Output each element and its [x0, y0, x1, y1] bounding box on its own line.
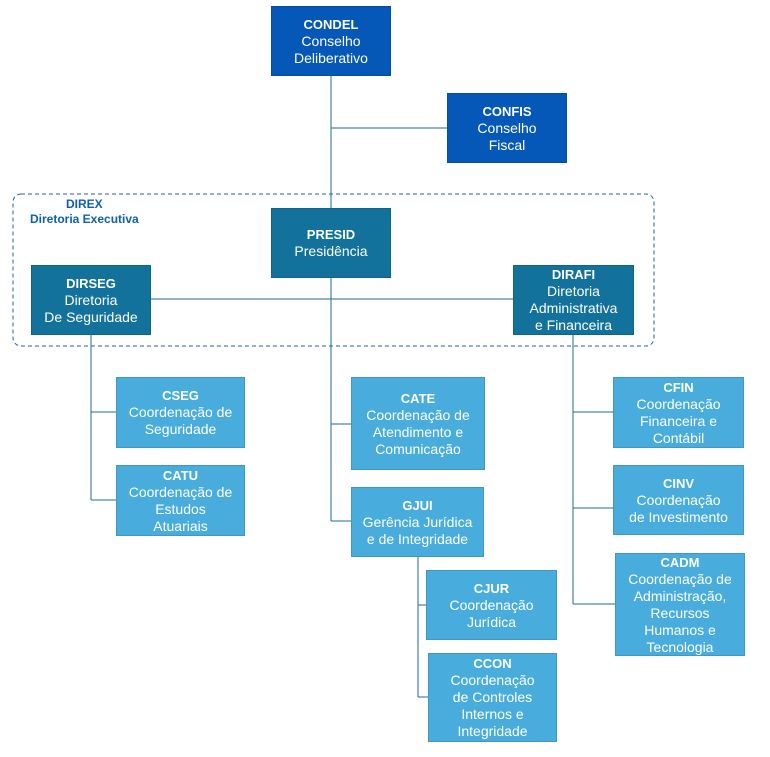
node-code: PRESID — [306, 227, 356, 242]
node-name: Diretoria Administrativa e Financeira — [529, 283, 618, 333]
direx-dashed-border — [12, 193, 655, 347]
node-name: Diretoria De Seguridade — [44, 291, 138, 325]
node-cinv[interactable]: CINV Coordenação de Investimento — [613, 465, 744, 535]
node-cadm[interactable]: CADM Coordenação de Administração, Recur… — [615, 553, 745, 656]
node-cfin[interactable]: CFIN Coordenação Financeira e Contábil — [613, 377, 744, 448]
node-code: DIRSEG — [66, 275, 116, 291]
node-confis[interactable]: CONFIS Conselho Fiscal — [447, 93, 567, 163]
node-dirafi[interactable]: DIRAFI Diretoria Administrativa e Financ… — [513, 265, 634, 335]
node-code: CONDEL — [303, 16, 359, 32]
node-name: Coordenação Financeira e Contábil — [636, 395, 721, 446]
node-code: CATE — [400, 390, 436, 406]
node-cjur[interactable]: CJUR Coordenação Jurídica — [426, 570, 557, 640]
node-name: Coordenação de Investimento — [629, 491, 728, 525]
node-gjui[interactable]: GJUI Gerência Jurídica e de Integridade — [351, 487, 484, 557]
node-name: Coordenação de Administração, Recursos H… — [628, 570, 732, 655]
node-code: CONFIS — [482, 103, 532, 119]
node-name: Coordenação de Controles Internos e Inte… — [450, 672, 535, 739]
node-code: CFIN — [663, 379, 694, 395]
node-code: DIRAFI — [551, 267, 596, 282]
node-cate[interactable]: CATE Coordenação de Atendimento e Comuni… — [351, 377, 485, 470]
node-name: Conselho Deliberativo — [294, 32, 368, 66]
node-name: Conselho Fiscal — [477, 119, 537, 153]
direx-code: DIREX — [66, 197, 103, 211]
node-code: CATU — [162, 467, 199, 483]
node-name: Coordenação de Estudos Atuariais — [128, 483, 233, 534]
node-code: CINV — [662, 475, 695, 491]
direx-name: Diretoria Executiva — [30, 212, 139, 226]
node-presid[interactable]: PRESID Presidência — [271, 208, 391, 278]
node-dirseg[interactable]: DIRSEG Diretoria De Seguridade — [31, 265, 151, 335]
node-catu[interactable]: CATU Coordenação de Estudos Atuariais — [116, 465, 245, 536]
node-name: Coordenação de Seguridade — [128, 404, 233, 437]
node-code: CCON — [473, 656, 512, 671]
node-code: GJUI — [402, 497, 433, 513]
node-code: CADM — [660, 554, 700, 570]
node-name: Coordenação de Atendimento e Comunicação — [366, 406, 470, 457]
node-name: Presidência — [294, 243, 368, 259]
node-cseg[interactable]: CSEG Coordenação de Seguridade — [116, 377, 245, 448]
node-name: Coordenação Jurídica — [449, 596, 534, 630]
node-ccon[interactable]: CCON Coordenação de Controles Internos e… — [428, 653, 557, 742]
node-code: CSEG — [162, 388, 199, 403]
node-condel[interactable]: CONDEL Conselho Deliberativo — [271, 6, 391, 76]
node-name: Gerência Jurídica e de Integridade — [362, 513, 473, 547]
node-code: CJUR — [473, 580, 510, 596]
direx-label: DIREX Diretoria Executiva — [30, 197, 139, 227]
